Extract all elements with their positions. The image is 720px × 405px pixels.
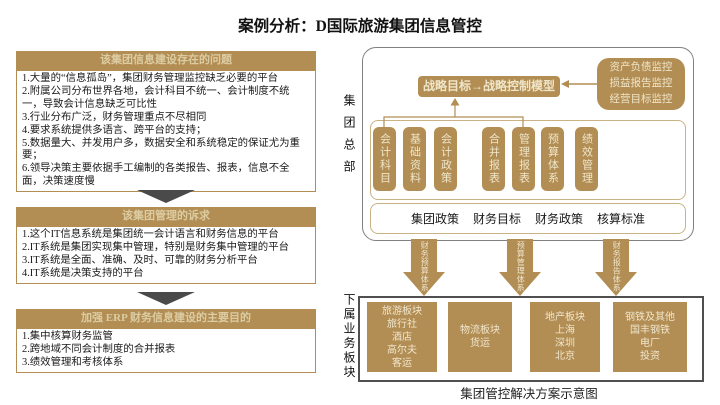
demands-box-header: 该集团管理的诉求 — [16, 207, 316, 226]
unit-line: 北京 — [555, 351, 575, 362]
pillar-accounting-subjects: 会计科目 — [373, 127, 396, 191]
flow-arrow-label: 财务预算体系 — [420, 241, 430, 292]
list-item: 2.附属公司分布世界各地，会计科目不统一、会计制度不统一，导致会计信息缺乏可比性 — [22, 85, 290, 110]
unit-line: 上海 — [555, 325, 575, 336]
policy-item: 财务目标 — [472, 212, 521, 226]
list-item: 3.IT系统是全面、准确、及时、可靠的财务分析平台 — [22, 254, 258, 266]
unit-line: 国丰钢铁 — [630, 325, 670, 336]
list-item: 4.要求系统提供多语言、跨平台的支持； — [22, 124, 207, 136]
diagram-caption: 集团管控解决方案示意图 — [460, 387, 598, 401]
unit-line: 深圳 — [555, 338, 575, 349]
flow-arrow-label: 财务报告体系 — [612, 241, 622, 292]
list-item: 2.IT系统是集团实现集中管理，特别是财务集中管理的平台 — [22, 241, 289, 253]
problems-box-header: 该集团信息建设存在的问题 — [16, 51, 316, 70]
policy-item: 财务政策 — [535, 212, 584, 226]
unit-line: 客运 — [392, 357, 412, 369]
monitor-line: 经营目标监控 — [609, 94, 673, 105]
strategy-model-box: 战略目标→战略控制模型 — [418, 76, 560, 97]
policy-item: 核算标准 — [597, 212, 646, 226]
down-arrow-icon — [137, 190, 195, 203]
unit-line: 货运 — [470, 338, 490, 349]
flow-arrow-budget-mgmt: 预算管理体系 — [499, 239, 541, 296]
flow-arrow-label: 预算管理体系 — [516, 241, 526, 292]
list-item: 1.这个IT信息系统是集团统一会计语言和财务信息的平台 — [22, 229, 279, 240]
business-sectors-label: 下属业务板块 — [342, 293, 356, 380]
pillar-performance-mgmt: 绩效管理 — [575, 127, 598, 191]
policy-item: 集团政策 — [410, 212, 459, 226]
monitor-line: 损益报告监控 — [609, 78, 673, 89]
unit-line: 旅行社 — [387, 318, 417, 330]
list-item: 1.集中核算财务监管 — [22, 331, 113, 342]
unit-line: 高尔夫 — [387, 344, 417, 356]
group-hq-label: 集团总部 — [342, 94, 356, 182]
pillar-management-reports: 管理报表 — [512, 127, 535, 191]
flow-arrow-financial-report: 财务报告体系 — [595, 239, 637, 296]
policy-bar: 集团政策 财务目标 财务政策 核算标准 — [370, 203, 686, 234]
unit-real-estate: 地产板块 上海 深圳 北京 — [530, 302, 600, 372]
down-arrow-icon — [137, 292, 195, 305]
unit-line: 电厂 — [640, 338, 660, 349]
unit-line: 投资 — [640, 351, 660, 362]
list-item: 6.领导决策主要依据手工编制的各类报告、报表，信息不全面，决策速度慢 — [22, 163, 290, 188]
unit-tourism: 旅游板块 旅行社 酒店 高尔夫 客运 — [367, 302, 437, 372]
monitor-line: 资产负债监控 — [609, 62, 673, 73]
erp-goals-box: 加强 ERP 财务信息建设的主要目的 1.集中核算财务监管 2.跨地域不同会计制… — [16, 309, 316, 373]
list-item: 3.绩效管理和考核体系 — [22, 356, 124, 368]
unit-logistics: 物流板块 货运 — [448, 302, 512, 372]
unit-line: 酒店 — [392, 331, 412, 343]
unit-line: 物流板块 — [460, 325, 500, 336]
flow-arrow-financial-budget: 财务预算体系 — [403, 239, 445, 296]
demands-box: 该集团管理的诉求 1.这个IT信息系统是集团统一会计语言和财务信息的平台 2.I… — [16, 207, 316, 284]
list-item: 5.数据量大、并发用户多，数据安全和系统稳定的保证尤为重要； — [22, 137, 300, 162]
problems-box: 该集团信息建设存在的问题 1.大量的“信息孤岛”，集团财务管理监控缺乏必要的平台… — [16, 51, 316, 193]
unit-line: 旅游板块 — [382, 305, 422, 317]
unit-steel-others: 钢铁及其他 国丰钢铁 电厂 投资 — [613, 302, 687, 372]
unit-line: 钢铁及其他 — [625, 312, 675, 323]
erp-goals-box-body: 1.集中核算财务监管 2.跨地域不同会计制度的合并报表 3.绩效管理和考核体系 — [16, 328, 316, 373]
unit-line: 地产板块 — [545, 312, 585, 323]
list-item: 1.大量的“信息孤岛”，集团财务管理监控缺乏必要的平台 — [22, 73, 278, 84]
list-item: 2.跨地域不同会计制度的合并报表 — [22, 343, 176, 355]
pillar-accounting-policy: 会计政策 — [434, 127, 457, 191]
pillar-budget-system: 预算体系 — [541, 127, 564, 191]
list-item: 3.行业分布广泛，财务管理重点不尽相同 — [22, 111, 207, 123]
monitoring-box: 资产负债监控 损益报告监控 经营目标监控 — [597, 58, 685, 110]
page-title: 案例分析：D国际旅游集团信息管控 — [238, 18, 482, 35]
list-item: 4.IT系统是决策支持的平台 — [22, 267, 144, 279]
erp-goals-box-header: 加强 ERP 财务信息建设的主要目的 — [16, 309, 316, 328]
pillar-basic-data: 基础资料 — [403, 127, 426, 191]
demands-box-body: 1.这个IT信息系统是集团统一会计语言和财务信息的平台 2.IT系统是集团实现集… — [16, 226, 316, 284]
pillar-consolidated-reports: 合并报表 — [482, 127, 505, 191]
problems-box-body: 1.大量的“信息孤岛”，集团财务管理监控缺乏必要的平台 2.附属公司分布世界各地… — [16, 70, 316, 193]
